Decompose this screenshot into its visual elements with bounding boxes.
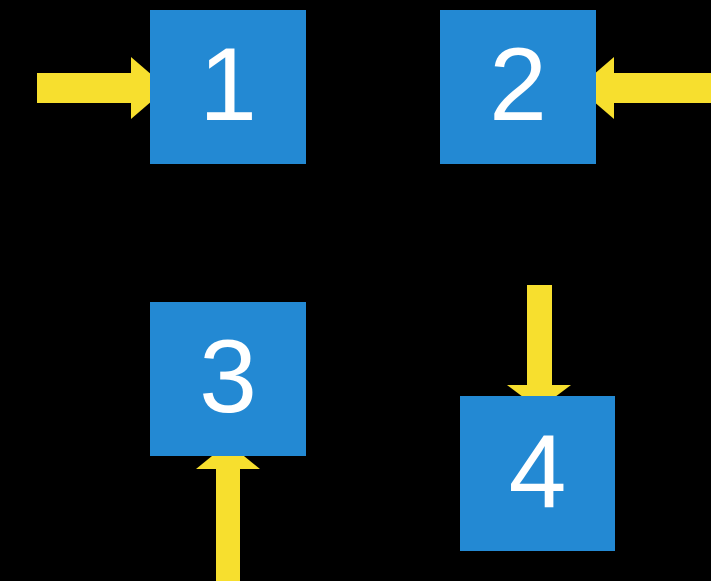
arrow-up-shape [196, 443, 260, 581]
arrow-left-into-node-2 [575, 55, 711, 121]
arrow-right-into-node-1 [30, 55, 176, 121]
arrow-down-icon [507, 285, 571, 409]
arrow-left-shape [578, 57, 711, 119]
node-1[interactable]: 1 [150, 10, 306, 164]
node-1-label: 1 [199, 27, 257, 143]
node-4-label: 4 [508, 413, 567, 530]
node-3-label: 3 [199, 319, 257, 435]
arrow-right-shape [37, 57, 167, 119]
arrow-up-icon [196, 443, 260, 581]
arrow-right-icon [37, 57, 167, 119]
node-3[interactable]: 3 [150, 302, 306, 456]
arrow-down-shape [507, 285, 571, 409]
arrow-left-icon [578, 57, 711, 119]
node-4[interactable]: 4 [460, 396, 615, 551]
node-2-label: 2 [489, 27, 547, 143]
node-2[interactable]: 2 [440, 10, 596, 164]
arrow-down-into-node-4 [503, 283, 575, 411]
arrow-up-into-node-3 [192, 441, 264, 581]
